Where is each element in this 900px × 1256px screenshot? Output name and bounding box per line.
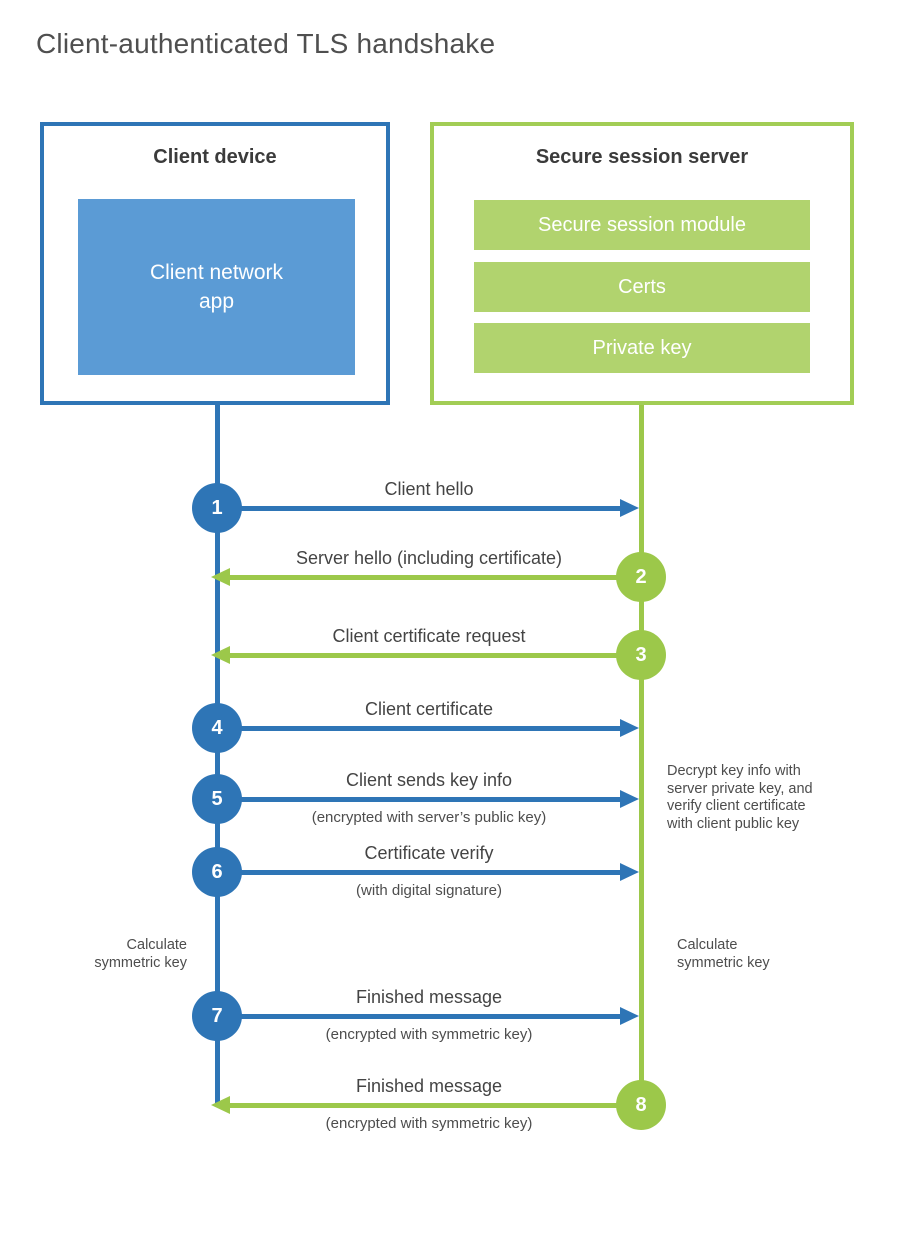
message-label-8: Finished message: [355, 1076, 503, 1096]
arrow-6-shaft: [217, 870, 621, 875]
arrow-5-head: [620, 790, 639, 808]
step-marker-2: 2: [616, 552, 666, 602]
server-module-bar: Secure session module: [474, 200, 810, 250]
arrow-5-shaft: [217, 797, 621, 802]
arrow-3-head: [211, 646, 230, 664]
message-label-6: Certificate verify: [364, 843, 494, 863]
server-title: Secure session server: [535, 146, 749, 168]
step-number-7: 7: [211, 1004, 223, 1027]
step-number-6: 6: [211, 860, 223, 883]
step-number-5: 5: [211, 787, 223, 810]
message-label-1: Client hello: [384, 479, 474, 499]
arrow-4-head: [620, 719, 639, 737]
message-label-3: Client certificate request: [332, 626, 526, 646]
message-label-5: Client sends key info: [345, 770, 513, 790]
arrow-2-head: [211, 568, 230, 586]
server-certs-bar: Certs: [474, 262, 810, 312]
arrow-7-shaft: [217, 1014, 621, 1019]
calculate-symmetric-key-client: Calculate symmetric key: [94, 937, 187, 971]
server-private-key-bar: Private key: [474, 323, 810, 373]
arrow-2-shaft: [229, 575, 641, 580]
step-marker-7: 7: [192, 991, 242, 1041]
step-marker-6: 6: [192, 847, 242, 897]
message-label-4: Client certificate: [364, 699, 494, 719]
step-marker-1: 1: [192, 483, 242, 533]
message-label-7: Finished message: [355, 987, 503, 1007]
step-number-8: 8: [635, 1093, 647, 1116]
server-lifeline: [639, 405, 644, 1105]
page-title: Client-authenticated TLS handshake: [36, 28, 496, 59]
message-sublabel-6: (with digital signature): [356, 882, 502, 899]
decrypt-note: Decrypt key info with server private key…: [667, 763, 813, 832]
arrow-3-shaft: [229, 653, 641, 658]
arrow-8-shaft: [229, 1103, 641, 1108]
step-marker-8: 8: [616, 1080, 666, 1130]
arrow-1-head: [620, 499, 639, 517]
client-network-app-box: Client network app: [78, 199, 355, 375]
arrow-8-head: [211, 1096, 230, 1114]
calculate-symmetric-key-server: Calculate symmetric key: [677, 937, 770, 971]
step-marker-3: 3: [616, 630, 666, 680]
step-number-4: 4: [211, 716, 223, 739]
step-number-3: 3: [635, 643, 647, 666]
step-number-1: 1: [211, 496, 223, 519]
arrow-7-head: [620, 1007, 639, 1025]
message-sublabel-7: (encrypted with symmetric key): [325, 1026, 533, 1043]
client-lifeline: [215, 405, 220, 1107]
arrow-4-shaft: [217, 726, 621, 731]
client-device-title: Client device: [153, 146, 277, 168]
step-marker-5: 5: [192, 774, 242, 824]
message-sublabel-8: (encrypted with symmetric key): [325, 1115, 533, 1132]
step-number-2: 2: [635, 565, 647, 588]
message-sublabel-5: (encrypted with server’s public key): [311, 809, 547, 826]
step-marker-4: 4: [192, 703, 242, 753]
arrow-1-shaft: [217, 506, 621, 511]
arrow-6-head: [620, 863, 639, 881]
message-label-2: Server hello (including certificate): [295, 548, 563, 568]
